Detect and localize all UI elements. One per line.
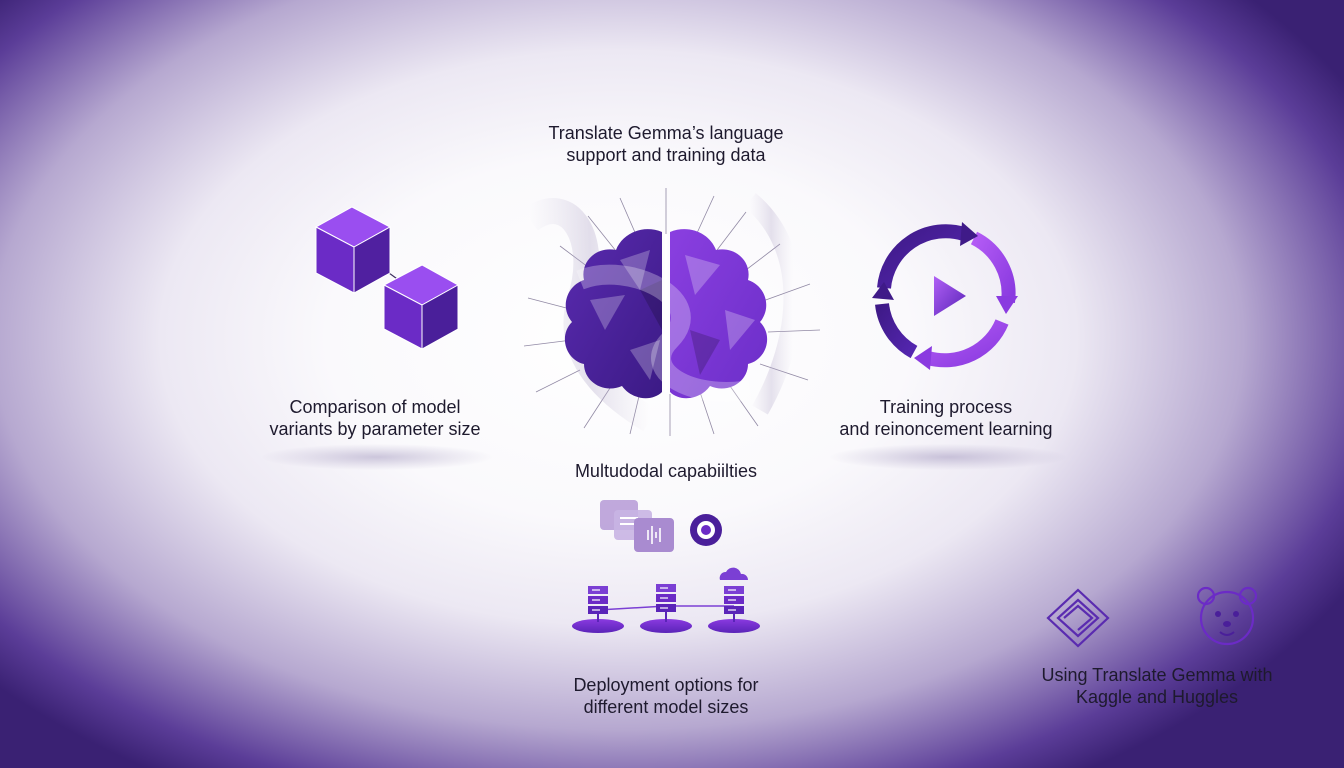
disc-icon: [690, 514, 722, 546]
multimodal-line1: Multudodal capabiilties: [574, 461, 758, 481]
integrations-line1: Using Translate Gemma with: [1041, 665, 1273, 685]
server-medium-icon: [640, 584, 692, 633]
deployment-line2: different model sizes: [583, 697, 749, 717]
language-support-caption: Translate Gemma’s language support and t…: [516, 122, 816, 166]
model-variants-line1: Comparison of model: [289, 397, 461, 417]
server-small-icon: [572, 586, 624, 633]
training-line1: Training process: [879, 397, 1013, 417]
audio-wave-icon: [634, 518, 674, 552]
language-caption-line1: Translate Gemma’s language: [548, 123, 784, 143]
deployment-line1: Deployment options for: [573, 675, 759, 695]
cycle-play-icon: [872, 222, 1018, 370]
language-caption-line2: support and training data: [566, 145, 766, 165]
integrations-line2: Kaggle and Huggles: [1075, 687, 1239, 707]
cloud-icon: [719, 567, 749, 580]
deployment-caption: Deployment options for different model s…: [546, 674, 786, 718]
server-network-icon: [572, 567, 760, 633]
training-caption: Training process and reinoncement learni…: [816, 396, 1076, 440]
media-icons: [600, 500, 722, 552]
brain-icon: [522, 188, 821, 436]
cubes-icon: [314, 206, 460, 350]
training-shadow: [830, 444, 1066, 470]
training-line2: and reinoncement learning: [839, 419, 1053, 439]
multimodal-caption: Multudodal capabiilties: [546, 460, 786, 482]
model-variants-caption: Comparison of model variants by paramete…: [240, 396, 510, 440]
model-variants-line2: variants by parameter size: [269, 419, 481, 439]
kaggle-icon: [1046, 588, 1110, 648]
server-large-icon: [708, 586, 760, 633]
model-variants-shadow: [262, 444, 492, 470]
integrations-caption: Using Translate Gemma with Kaggle and Hu…: [1022, 664, 1292, 708]
hugging-face-icon: [1196, 586, 1258, 646]
